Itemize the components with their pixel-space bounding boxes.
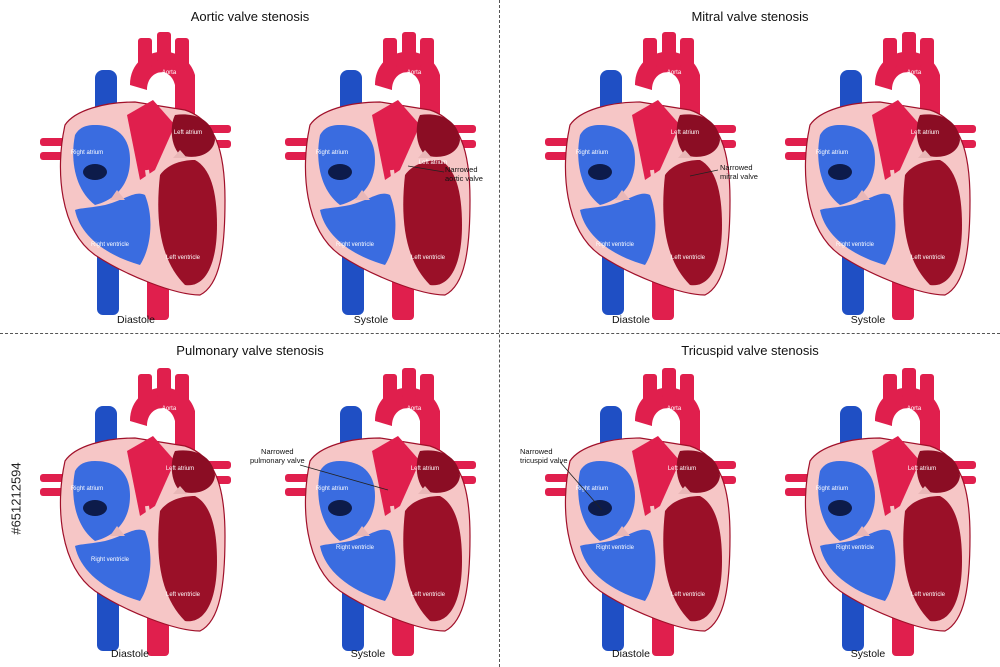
label-right-ventricle: Right ventricle	[90, 242, 129, 248]
label-left-atrium: Left atrium	[418, 160, 448, 166]
label-left-ventricle: Left ventricle	[670, 255, 706, 261]
label-left-atrium: Left atrium	[410, 466, 440, 472]
label-right-atrium: Right atrium	[575, 486, 609, 492]
panel-title-pulmonary: Pulmonary valve stenosis	[176, 343, 324, 358]
stock-id: #651212594	[8, 462, 24, 535]
phase-systole: Systole	[350, 648, 386, 660]
panel-title-aortic: Aortic valve stenosis	[190, 9, 310, 24]
label-right-atrium: Right atrium	[315, 486, 349, 492]
label-left-atrium: Left atrium	[670, 130, 700, 136]
callout-narrowed-tricuspid-valve: Narrowed tricuspid valve	[520, 447, 568, 465]
leader-line-aortic	[407, 165, 445, 173]
label-right-atrium: Right atrium	[315, 150, 349, 156]
label-left-atrium: Left atrium	[907, 466, 937, 472]
phase-diastole: Diastole	[612, 314, 650, 326]
panel-title-tricuspid: Tricuspid valve stenosis	[681, 343, 819, 358]
label-aorta: Aorta	[161, 70, 177, 76]
label-right-atrium: Right atrium	[815, 486, 849, 492]
label-right-ventricle: Right ventricle	[90, 557, 129, 563]
label-aorta: Aorta	[906, 406, 922, 412]
label-left-ventricle: Left ventricle	[910, 255, 946, 261]
label-left-atrium: Left atrium	[173, 130, 203, 136]
phase-diastole: Diastole	[111, 648, 149, 660]
label-right-ventricle: Right ventricle	[335, 545, 374, 551]
label-aorta: Aorta	[666, 406, 682, 412]
label-right-ventricle: Right ventricle	[335, 242, 374, 248]
label-right-ventricle: Right ventricle	[835, 545, 874, 551]
label-left-atrium: Left atrium	[667, 466, 697, 472]
label-right-atrium: Right atrium	[70, 150, 104, 156]
label-left-ventricle: Left ventricle	[165, 255, 201, 261]
leader-line-pulmonary	[299, 464, 389, 491]
panel-title-mitral: Mitral valve stenosis	[691, 9, 809, 24]
leader-line-tricuspid	[559, 461, 603, 511]
callout-narrowed-pulmonary-valve: Narrowed pulmonary valve	[250, 447, 305, 465]
callout-narrowed-aortic-valve: Narrowed aortic valve	[445, 165, 483, 183]
phase-diastole: Diastole	[117, 314, 155, 326]
label-right-ventricle: Right ventricle	[835, 242, 874, 248]
horizontal-divider	[0, 333, 1000, 334]
phase-systole: Systole	[850, 648, 886, 660]
label-left-atrium: Left atrium	[165, 466, 195, 472]
label-right-ventricle: Right ventricle	[595, 545, 634, 551]
label-right-atrium: Right atrium	[575, 150, 609, 156]
label-left-ventricle: Left ventricle	[910, 592, 946, 598]
label-aorta: Aorta	[161, 406, 177, 412]
callout-narrowed-mitral-valve: Narrowed mitral valve	[720, 163, 758, 181]
label-left-ventricle: Left ventricle	[165, 592, 201, 598]
label-right-ventricle: Right ventricle	[595, 242, 634, 248]
label-left-atrium: Left atrium	[910, 130, 940, 136]
label-aorta: Aorta	[666, 70, 682, 76]
leader-line-mitral	[689, 169, 719, 177]
phase-systole: Systole	[353, 314, 389, 326]
phase-systole: Systole	[850, 314, 886, 326]
label-aorta: Aorta	[406, 406, 422, 412]
label-right-atrium: Right atrium	[70, 486, 104, 492]
label-aorta: Aorta	[906, 70, 922, 76]
phase-diastole: Diastole	[612, 648, 650, 660]
label-left-ventricle: Left ventricle	[670, 592, 706, 598]
label-aorta: Aorta	[406, 70, 422, 76]
label-left-ventricle: Left ventricle	[410, 255, 446, 261]
label-right-atrium: Right atrium	[815, 150, 849, 156]
label-left-ventricle: Left ventricle	[410, 592, 446, 598]
